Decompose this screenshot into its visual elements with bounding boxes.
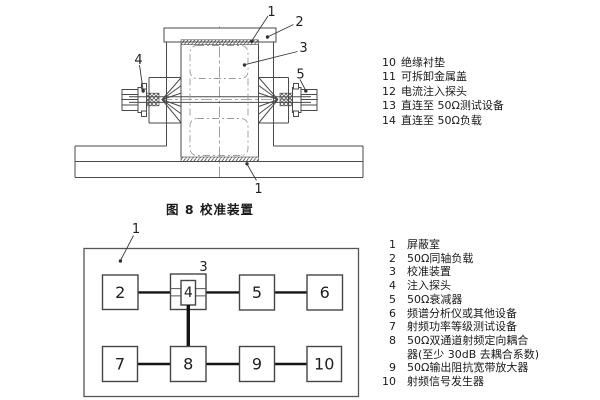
insulation-pad-top bbox=[180, 39, 259, 45]
room-callout-leader bbox=[120, 235, 134, 260]
figure8-callout-leaders bbox=[139, 15, 308, 181]
left-cone bbox=[161, 77, 182, 124]
box-5-label: 5 bbox=[252, 283, 262, 302]
legend-item-continuation: 器(至少 30dB 去耦合系数) bbox=[407, 347, 540, 361]
box-7-label: 7 bbox=[115, 355, 125, 374]
callout-4: 4 bbox=[134, 53, 142, 68]
figure8-caption: 图 8 校准装置 bbox=[166, 202, 254, 217]
box-9-label: 9 bbox=[252, 355, 262, 374]
box-4-label: 4 bbox=[184, 285, 193, 301]
test-setup-block-diagram: 1 3 2 4 5 6 7 8 9 10 bbox=[83, 222, 360, 398]
box-spectrum-analyzer bbox=[306, 274, 344, 311]
box-10-label: 10 bbox=[314, 355, 334, 374]
base-plate bbox=[74, 145, 364, 178]
box-rf-generator bbox=[306, 345, 343, 383]
connector-blocks bbox=[148, 77, 289, 124]
insulation-pad-bottom bbox=[180, 156, 259, 162]
left-coax-connector bbox=[121, 83, 160, 117]
injection-probe-outline bbox=[189, 45, 249, 156]
right-coax-connector bbox=[279, 83, 318, 117]
box-6-label: 6 bbox=[320, 283, 330, 302]
box-rf-power-meter bbox=[101, 345, 139, 383]
box-broadband-amplifier bbox=[238, 345, 276, 383]
box-2-label: 2 bbox=[115, 283, 125, 302]
callout-1-bottom: 1 bbox=[254, 182, 262, 197]
callout-2: 2 bbox=[295, 15, 303, 30]
device-callout-label: 3 bbox=[199, 260, 207, 275]
shielded-room-outline bbox=[83, 247, 360, 398]
callout-3: 3 bbox=[299, 41, 307, 56]
callout-1-top: 1 bbox=[267, 5, 275, 20]
box-8-label: 8 bbox=[183, 355, 193, 374]
right-cone bbox=[258, 77, 279, 124]
box-coax-load bbox=[101, 274, 139, 311]
center-conductor bbox=[129, 96, 311, 103]
signal-connections bbox=[137, 291, 307, 366]
room-callout-label: 1 bbox=[132, 222, 140, 237]
calibration-jig-drawing: 1 2 3 4 5 1 bbox=[74, 5, 364, 197]
callout-5: 5 bbox=[296, 68, 304, 83]
box-attenuator bbox=[238, 274, 276, 311]
box-directional-coupler bbox=[169, 345, 207, 383]
room-callout-dot bbox=[118, 259, 123, 263]
